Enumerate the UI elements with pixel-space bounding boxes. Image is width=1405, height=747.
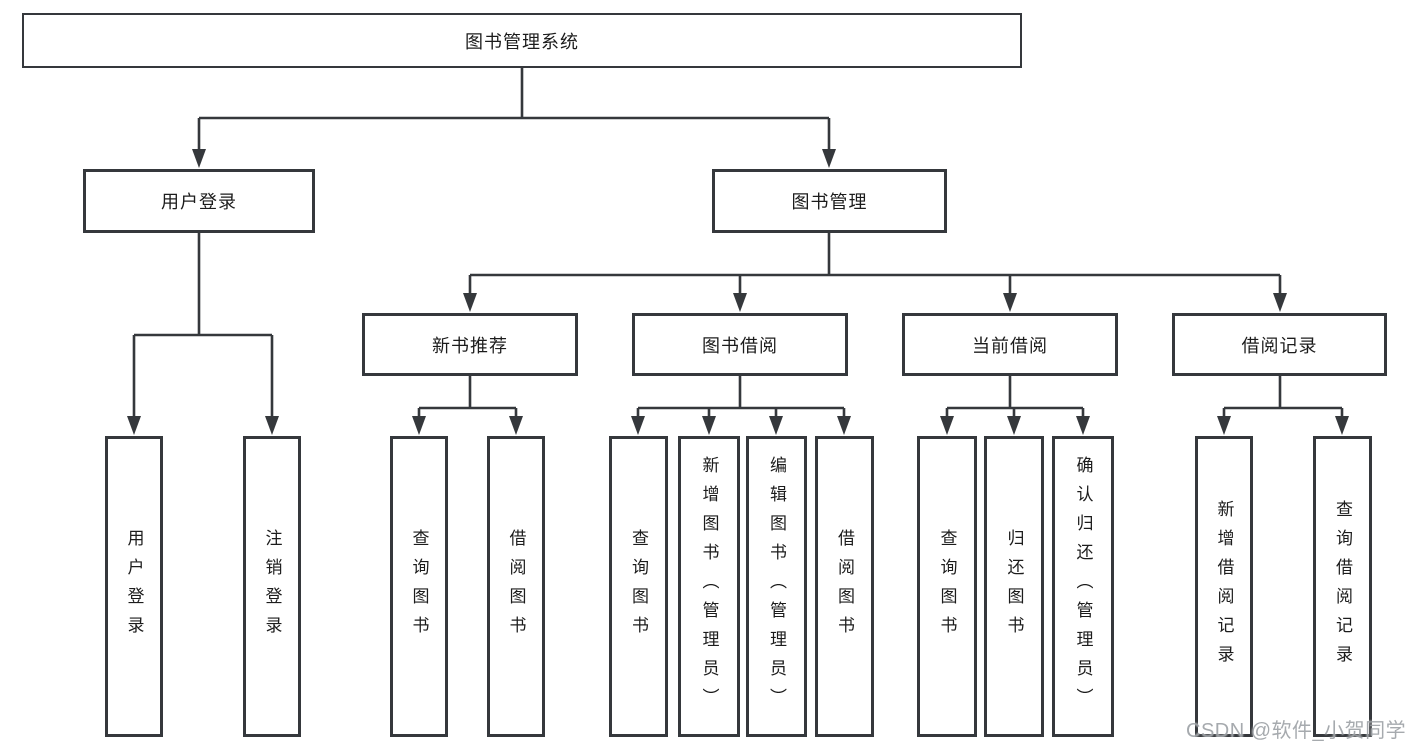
node-label: 归还图书	[1004, 528, 1024, 645]
node-label: 查询图书	[629, 528, 648, 645]
node-label: 注销登录	[262, 528, 282, 645]
node-label: 借阅记录	[1241, 335, 1318, 356]
node-label: 图书借阅	[702, 335, 778, 356]
node-label: 图书管理系统	[465, 31, 579, 52]
node-label: 查询图书	[937, 528, 957, 645]
node-book-management: 图书管理	[712, 169, 947, 233]
leaf-query-book-borrow: 查询图书	[609, 436, 668, 737]
node-new-book-recommend: 新书推荐	[362, 313, 578, 376]
node-label: 借阅图书	[835, 528, 854, 645]
node-book-borrowing: 图书借阅	[632, 313, 848, 376]
leaf-borrow-book-recommend: 借阅图书	[487, 436, 545, 737]
node-label: 查询借阅记录	[1333, 499, 1352, 674]
node-label: 编辑图书（管理员）	[767, 456, 786, 717]
node-label: 确认归还（管理员）	[1073, 456, 1093, 717]
node-label: 用户登录	[161, 192, 237, 212]
node-borrow-records: 借阅记录	[1172, 313, 1387, 376]
leaf-borrow-book: 借阅图书	[815, 436, 874, 737]
leaf-add-book-admin: 新增图书（管理员）	[678, 436, 740, 737]
leaf-logout: 注销登录	[243, 436, 301, 737]
leaf-edit-book-admin: 编辑图书（管理员）	[746, 436, 807, 737]
node-label: 新增借阅记录	[1214, 499, 1234, 674]
node-label: 借阅图书	[506, 528, 526, 645]
leaf-return-book: 归还图书	[984, 436, 1044, 737]
node-label: 用户登录	[124, 528, 144, 645]
node-current-borrowing: 当前借阅	[902, 313, 1118, 376]
csdn-watermark: CSDN @软件_小贺同学	[1186, 720, 1405, 742]
leaf-query-borrow-record: 查询借阅记录	[1313, 436, 1372, 737]
leaf-query-book-recommend: 查询图书	[390, 436, 448, 737]
node-library-management-system: 图书管理系统	[22, 13, 1022, 68]
leaf-user-login: 用户登录	[105, 436, 163, 737]
leaf-confirm-return-admin: 确认归还（管理员）	[1052, 436, 1114, 737]
leaf-query-book-current: 查询图书	[917, 436, 977, 737]
node-user-login: 用户登录	[83, 169, 315, 233]
node-label: 新增图书（管理员）	[699, 456, 719, 717]
node-label: 新书推荐	[432, 335, 508, 356]
node-label: 查询图书	[409, 528, 429, 645]
node-label: 图书管理	[791, 192, 868, 212]
node-label: 当前借阅	[972, 335, 1048, 356]
leaf-add-borrow-record: 新增借阅记录	[1195, 436, 1253, 737]
